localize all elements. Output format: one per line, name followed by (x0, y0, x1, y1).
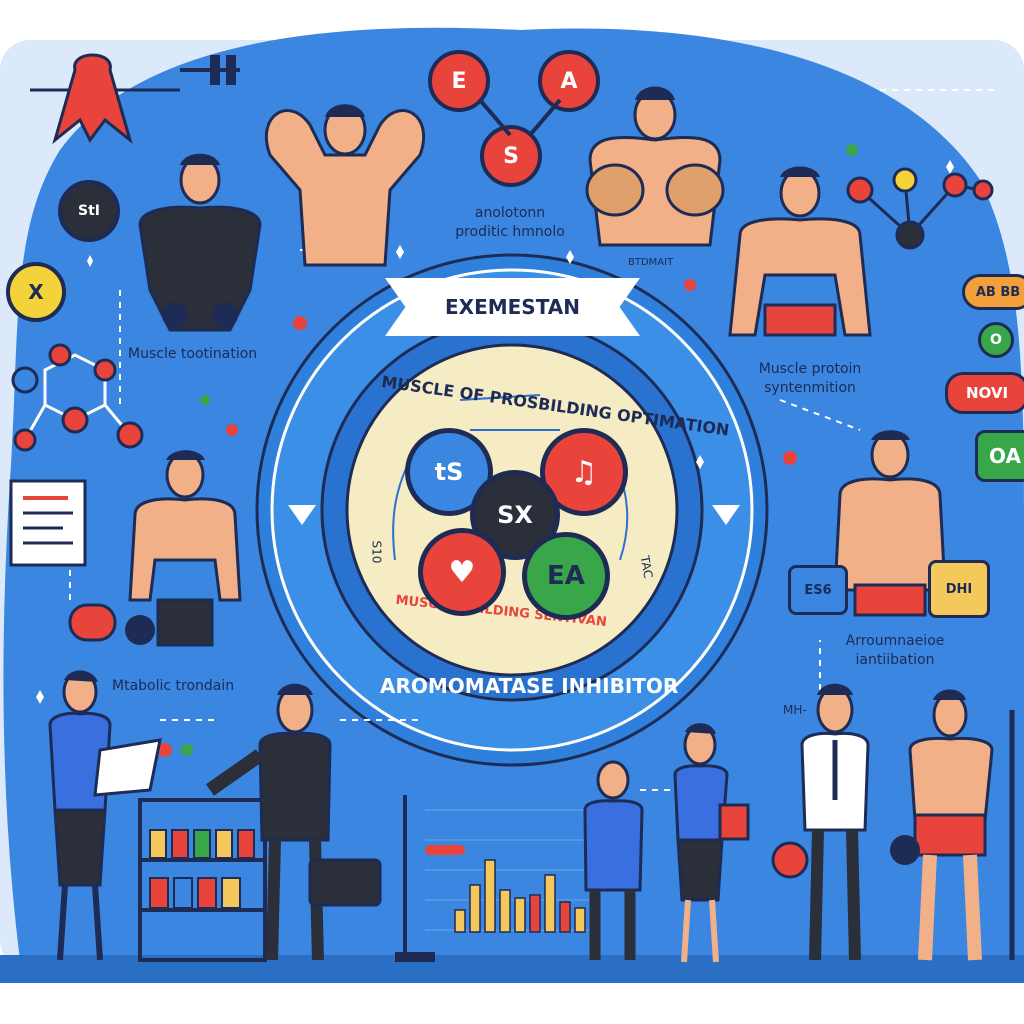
bodybuilder-crossed-arms-figure (585, 86, 725, 247)
bodybuilder-left-figure (128, 450, 242, 647)
trainer-black-shirt-figure (138, 153, 262, 332)
node-ea: EA (522, 532, 610, 620)
label-mhl: MH- (783, 703, 807, 717)
ribbon-title: EXEMESTAN (385, 278, 640, 336)
badge-stt: StI (58, 180, 120, 242)
right-molecule-icon (846, 167, 994, 250)
side-left-text: S10 (369, 540, 384, 564)
dumbbell-icon (68, 603, 155, 645)
node-heart: ♥ (418, 528, 506, 616)
left-top-icons (30, 53, 240, 145)
badge-o-pill: O (978, 322, 1014, 358)
label-aromatase: Arroumnaeioe iantiibation (845, 633, 945, 668)
label-muscle-right: Muscle protoin syntenmition (758, 361, 862, 396)
bodybuilder-red-shorts-figure (728, 166, 872, 337)
bottle-left-label: ES6 (788, 565, 848, 615)
document-icon (9, 479, 87, 567)
bodybuilder-right-figure (833, 430, 947, 617)
bottom-scene (48, 670, 1015, 963)
bottom-arc-text: AROMOMATASE INHIBITOR (380, 674, 679, 698)
bottle-right-label: DHI (928, 560, 990, 618)
label-top-mid: anolotonn proditic hmnolo (455, 205, 565, 240)
molecule-links (478, 98, 562, 137)
hexagon-molecule-icon (11, 343, 144, 452)
badge-now: NOVI (945, 372, 1024, 414)
label-muscle-left: Muscle tootination (128, 346, 258, 362)
label-top-mid-small: BTDMAIT (628, 257, 674, 268)
bodybuilder-flexing-figure (264, 104, 426, 267)
badge-oa: OA (975, 430, 1024, 482)
label-metabolic: Mtabolic trondain (112, 678, 235, 694)
molecule-node-a: A (538, 50, 600, 112)
badge-x-coin: X (6, 262, 66, 322)
badge-ab-pill: AB BB (962, 274, 1024, 310)
